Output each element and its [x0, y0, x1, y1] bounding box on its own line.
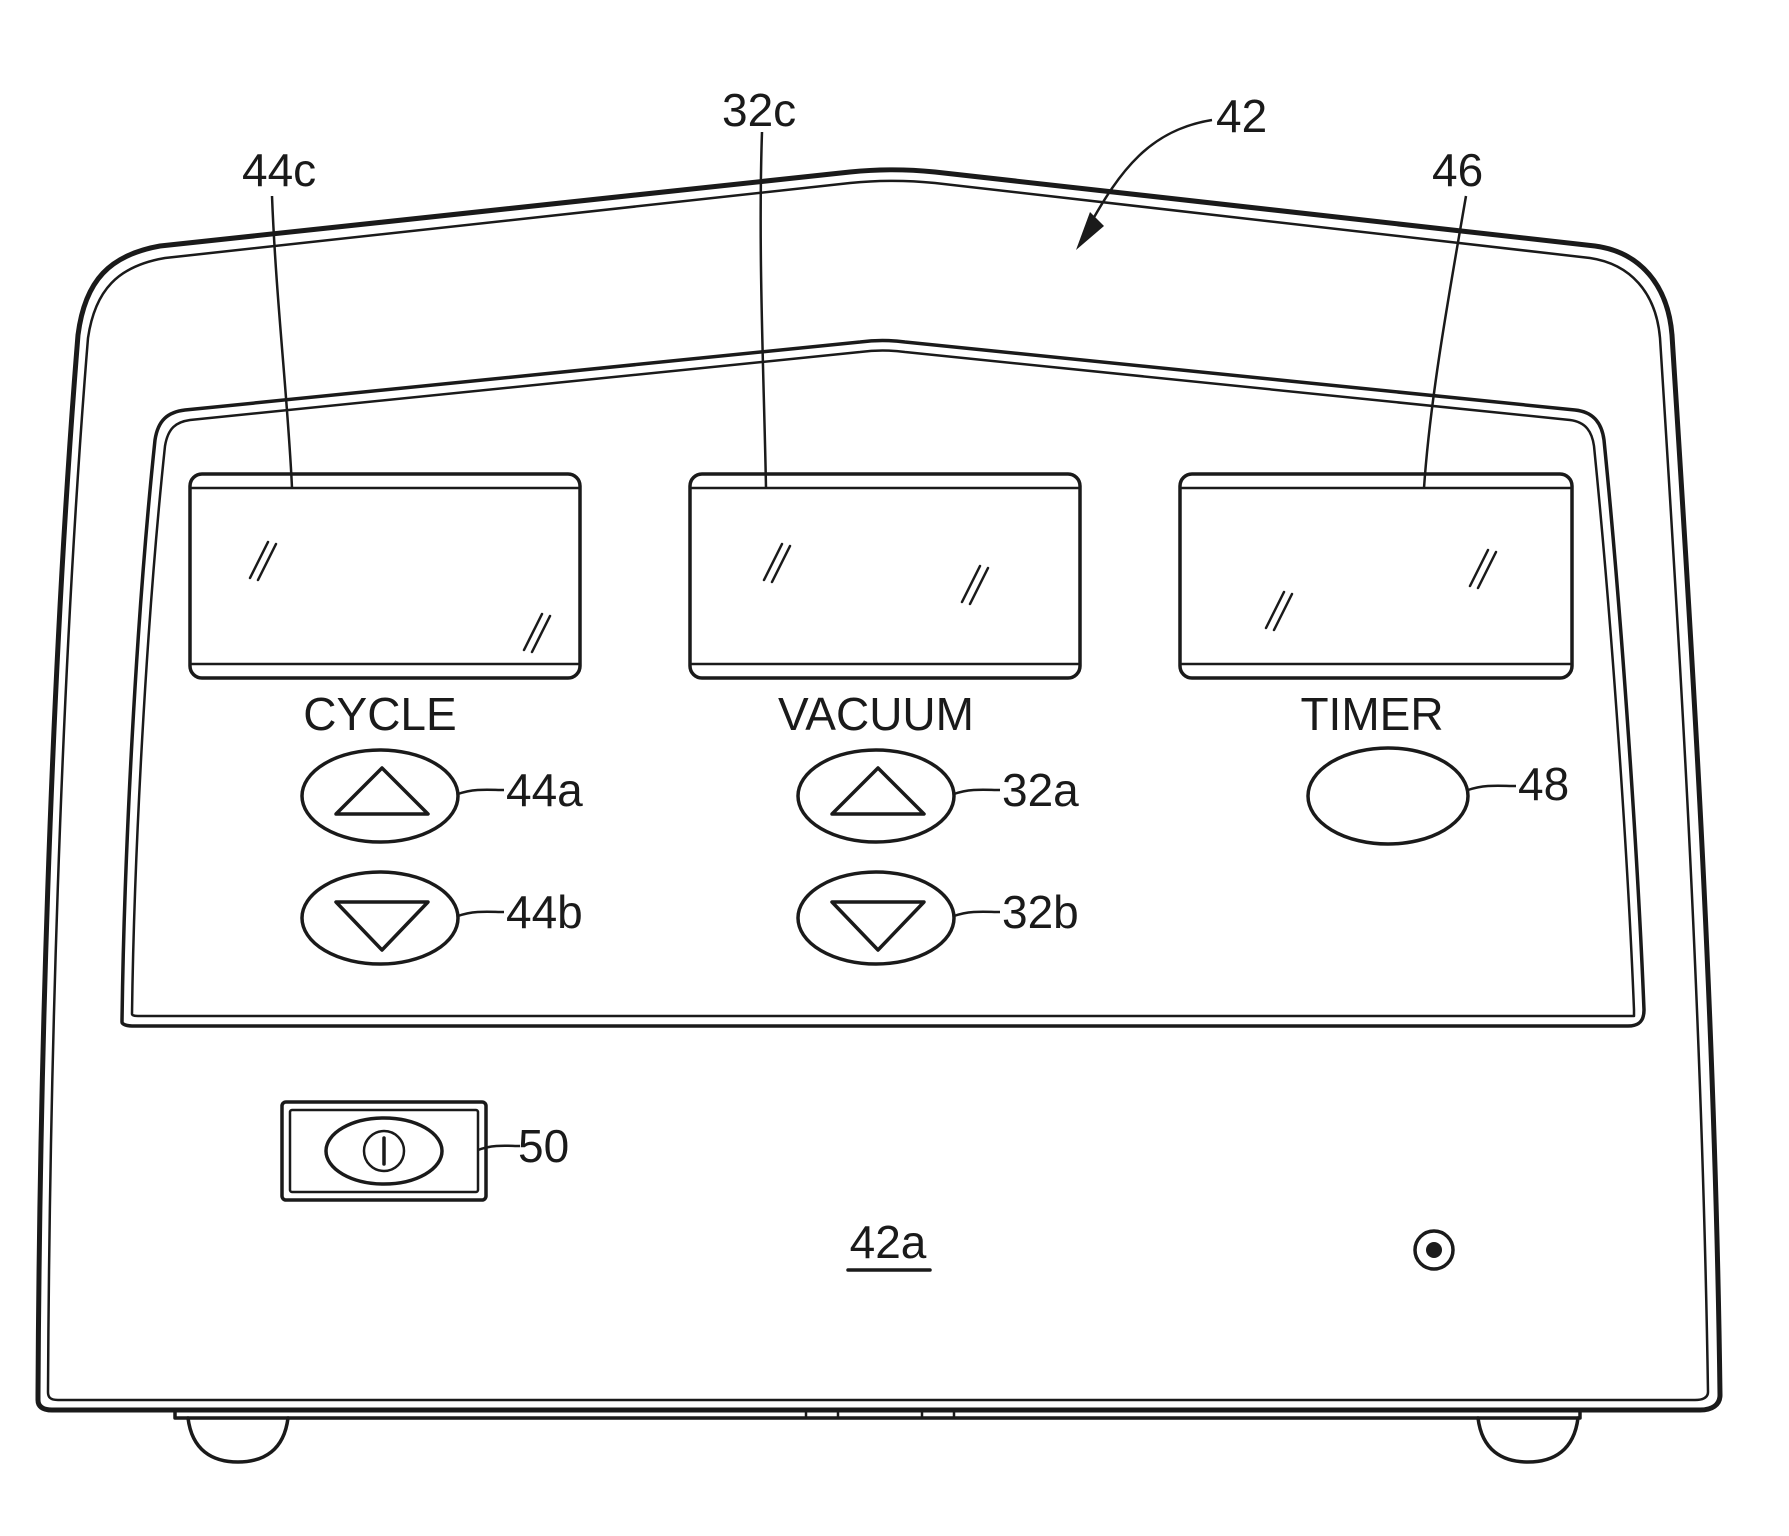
leader-32a	[954, 790, 1000, 794]
cycle-down-button[interactable]	[302, 872, 458, 964]
vacuum-down-button[interactable]	[798, 872, 954, 964]
triangle-down-icon	[832, 902, 924, 950]
leader-48	[1468, 786, 1516, 790]
cycle-label: CYCLE	[303, 688, 456, 740]
timer-label: TIMER	[1300, 688, 1443, 740]
leader-44b	[458, 912, 504, 916]
leader-44a	[458, 790, 504, 794]
ref-48: 48	[1518, 758, 1569, 810]
ref-44b: 44b	[506, 886, 583, 938]
indicator-light-icon	[1415, 1231, 1453, 1269]
ref-42a: 42a	[850, 1216, 927, 1268]
arrowhead-42	[1076, 212, 1104, 250]
ref-42: 42	[1216, 90, 1267, 142]
glass-glare-icon	[962, 566, 988, 604]
glass-glare-icon	[250, 542, 276, 580]
power-icon	[364, 1131, 404, 1171]
base-slot-left	[806, 1410, 838, 1418]
ref-44a: 44a	[506, 764, 583, 816]
glass-glare-icon	[524, 614, 550, 652]
triangle-up-icon	[832, 768, 924, 814]
leader-32c	[761, 132, 766, 488]
ref-32b: 32b	[1002, 886, 1079, 938]
triangle-up-icon	[336, 768, 428, 814]
panel-inner-outline	[132, 351, 1634, 1017]
cycle-display-frame	[190, 474, 580, 678]
leader-44c	[272, 196, 292, 488]
panel-outer-outline	[122, 341, 1644, 1027]
vacuum-display-frame	[690, 474, 1080, 678]
ref-44c: 44c	[242, 144, 316, 196]
glass-glare-icon	[764, 544, 790, 582]
timer-display	[1180, 474, 1572, 678]
control-panel	[122, 341, 1644, 1027]
timer-button[interactable]	[1308, 748, 1468, 844]
vacuum-label: VACUUM	[778, 688, 974, 740]
glass-glare-icon	[1470, 550, 1496, 588]
triangle-down-icon	[336, 902, 428, 950]
foot-right	[1478, 1418, 1578, 1462]
cycle-up-button[interactable]	[302, 750, 458, 842]
cycle-display	[190, 474, 580, 678]
device-housing	[38, 170, 1720, 1462]
vacuum-display	[690, 474, 1080, 678]
leader-32b	[954, 912, 1000, 916]
ref-32c: 32c	[722, 84, 796, 136]
ref-50: 50	[518, 1120, 569, 1172]
base-slot-right	[922, 1410, 954, 1418]
leader-lines	[272, 120, 1516, 1150]
glass-glare-icon	[1266, 592, 1292, 630]
ref-32a: 32a	[1002, 764, 1079, 816]
ref-46: 46	[1432, 144, 1483, 196]
timer-display-frame	[1180, 474, 1572, 678]
power-switch[interactable]	[282, 1102, 486, 1200]
foot-left	[188, 1418, 288, 1462]
vacuum-up-button[interactable]	[798, 750, 954, 842]
